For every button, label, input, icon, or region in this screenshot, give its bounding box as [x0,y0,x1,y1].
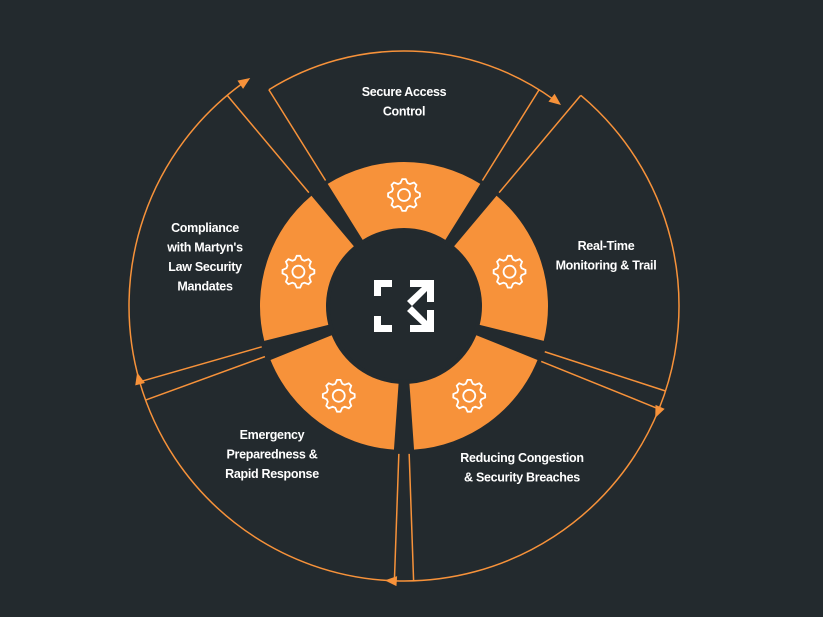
center-hub [330,232,478,380]
cycle-arc [138,381,395,582]
segment-label-line: Compliance [171,221,239,235]
segment-edge-lines [139,94,310,383]
ring-segment-emergency-preparedness [270,335,399,450]
segment-edge-lines [268,89,540,181]
logo-corner-bottom-left [374,316,392,332]
logo-arrow-top-right [407,280,434,306]
gear-icon [281,254,316,289]
segment-outline-real-time-monitoring [498,94,680,418]
segment-label-line: with Martyn's [166,241,243,255]
segment-label-line: Rapid Response [225,467,319,481]
segment-label-line: Mandates [177,280,233,294]
gear-icon [492,254,527,289]
segment-label-line: Preparedness & [227,448,318,462]
segment-label-line: Reducing Congestion [460,451,583,465]
segment-label-line: Monitoring & Trail [556,259,657,273]
segment-outline-reducing-congestion [384,360,660,587]
segment-label-line: Law Security [168,260,242,274]
cycle-arrowhead [135,372,145,386]
ring-segment-real-time-monitoring [454,195,548,341]
segment-outline-secure-access [268,50,561,181]
gear-icon [452,378,487,413]
cycle-arrowhead [548,93,561,106]
cycle-arrowhead [237,78,251,89]
ring-segment-compliance [260,195,354,341]
ring-wedge [260,195,354,341]
orange-ring-layer [260,162,548,450]
cycle-arc [128,82,243,383]
logo-corner-top-left [374,280,392,296]
gear-icon [387,178,421,212]
segment-outline-emergency-preparedness [135,355,400,582]
logo-arrow-bottom-right [407,306,434,332]
cycle-arc [268,50,555,101]
cycle-arc [394,408,660,582]
segment-edge-lines [408,360,660,581]
segment-label-line: & Security Breaches [464,471,580,485]
segment-label-line: Emergency [240,428,305,442]
ring-segment-secure-access [327,162,481,240]
ring-wedge [454,195,548,341]
center-circle [330,232,478,380]
segment-edge-lines [145,355,400,581]
cycle-arc [580,94,680,410]
segment-outline-compliance [128,78,310,383]
ring-segment-reducing-congestion [409,335,538,450]
segment-label-reducing-congestion: Reducing Congestion & Security Breaches [460,451,583,485]
segment-edge-lines [498,94,666,392]
outer-outline-layer [128,50,680,587]
segment-label-line: Control [383,105,425,119]
gear-icon [321,378,356,413]
expand-arrows-logo-icon [374,280,434,332]
segment-label-line: Secure Access [362,85,447,99]
segment-label-line: Real-Time [578,239,635,253]
